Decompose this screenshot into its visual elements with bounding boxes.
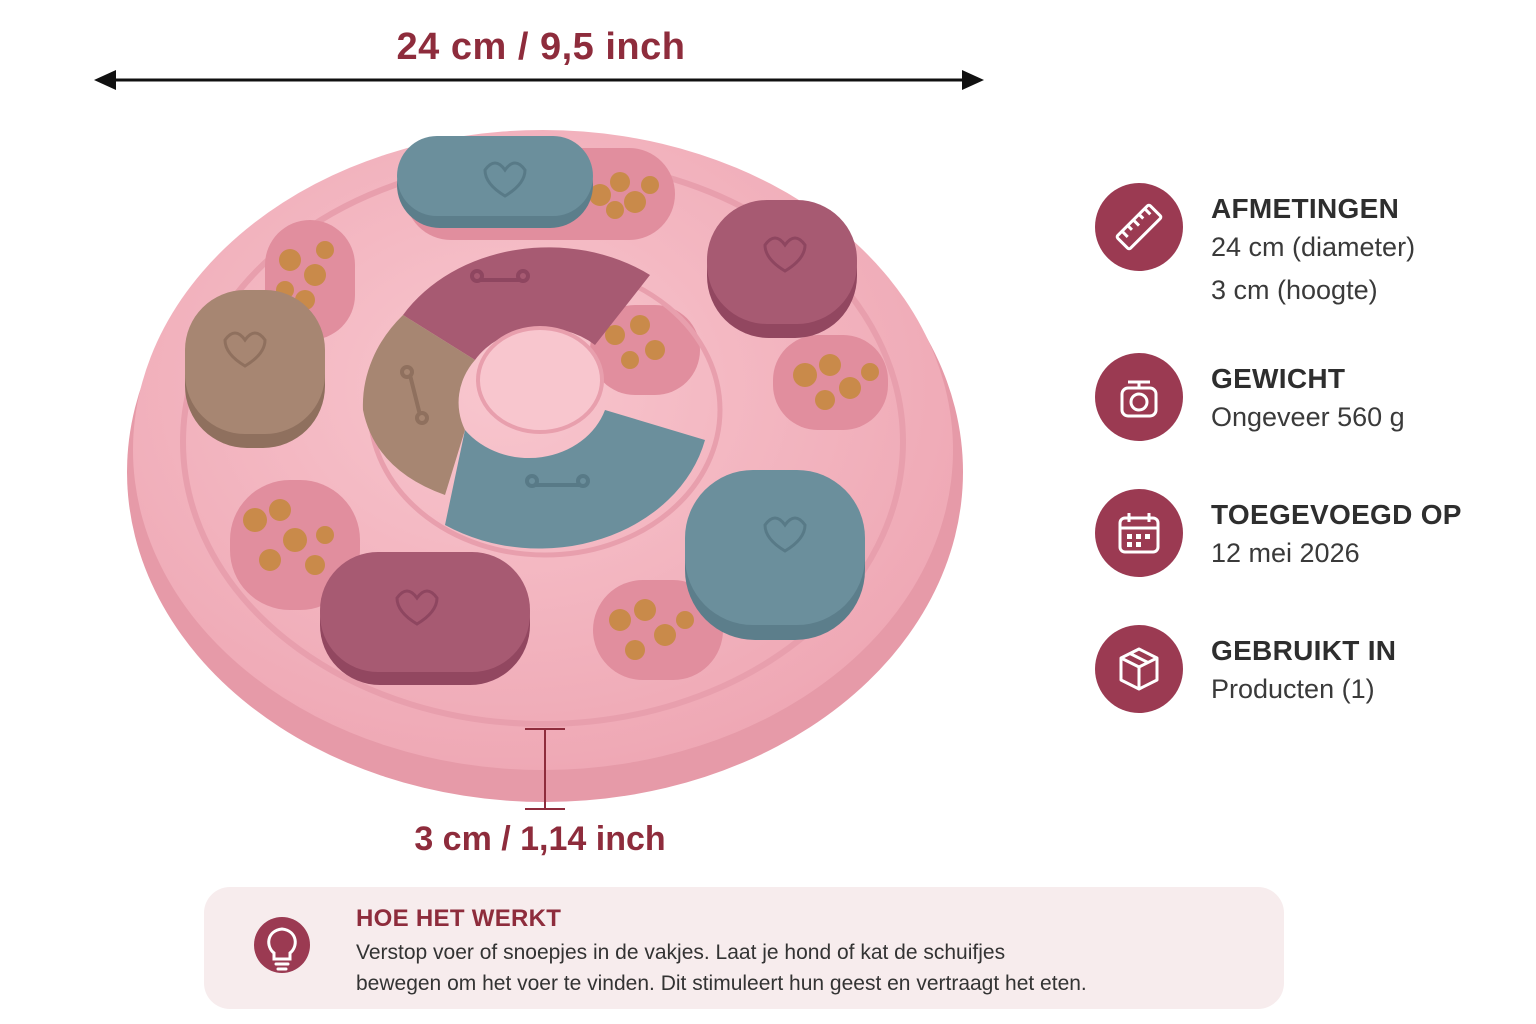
width-arrow bbox=[94, 70, 984, 90]
calendar-icon bbox=[1095, 489, 1183, 577]
oval-sliders bbox=[185, 136, 865, 685]
height-marker bbox=[525, 728, 565, 810]
spec-used-in: GEBRUIKT IN Producten (1) bbox=[1095, 622, 1515, 792]
scale-icon bbox=[1095, 353, 1183, 441]
how-it-works-title: HOE HET WERKT bbox=[356, 905, 562, 932]
lightbulb-icon bbox=[254, 917, 310, 973]
spec-title: GEBRUIKT IN bbox=[1211, 635, 1397, 666]
spec-value: 12 mei 2026 bbox=[1211, 538, 1360, 568]
spec-value: Ongeveer 560 g bbox=[1211, 402, 1405, 432]
how-it-works-text: Verstop voer of snoepjes in de vakjes. L… bbox=[356, 937, 1256, 999]
how-it-works-box: HOE HET WERKT Verstop voer of snoepjes i… bbox=[204, 887, 1284, 1009]
center-wedge-sliders bbox=[362, 247, 705, 549]
spec-dimensions: AFMETINGEN 24 cm (diameter) 3 cm (hoogte… bbox=[1095, 180, 1515, 350]
width-dimension-label: 24 cm / 9,5 inch bbox=[396, 26, 686, 68]
how-it-works-line: Verstop voer of snoepjes in de vakjes. L… bbox=[356, 941, 1006, 964]
spec-value: Producten (1) bbox=[1211, 674, 1375, 704]
height-dimension-label: 3 cm / 1,14 inch bbox=[414, 820, 666, 858]
spec-added-on: TOEGEVOEGD OP 12 mei 2026 bbox=[1095, 486, 1515, 622]
spec-title: AFMETINGEN bbox=[1211, 193, 1400, 224]
spec-value: 24 cm (diameter) bbox=[1211, 232, 1416, 262]
spec-list: AFMETINGEN 24 cm (diameter) 3 cm (hoogte… bbox=[1095, 180, 1515, 792]
spec-title: GEWICHT bbox=[1211, 363, 1346, 394]
spec-value: 3 cm (hoogte) bbox=[1211, 275, 1378, 305]
spec-title: TOEGEVOEGD OP bbox=[1211, 499, 1462, 530]
ruler-icon bbox=[1095, 183, 1183, 271]
box-icon bbox=[1095, 625, 1183, 713]
how-it-works-line: bewegen om het voer te vinden. Dit stimu… bbox=[356, 972, 1087, 995]
spec-weight: GEWICHT Ongeveer 560 g bbox=[1095, 350, 1515, 486]
puzzle-feeder-image bbox=[127, 130, 963, 802]
